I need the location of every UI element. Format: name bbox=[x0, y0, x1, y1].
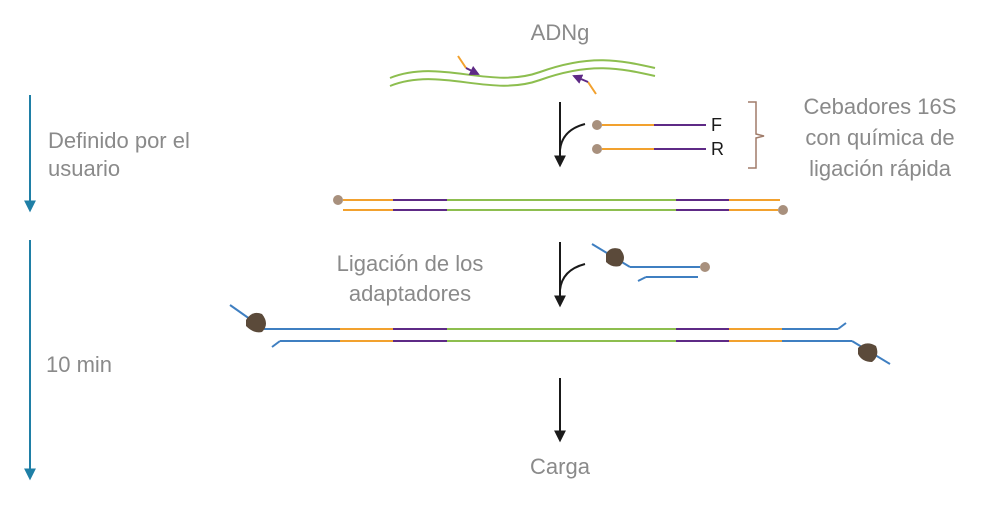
primer-forward bbox=[592, 120, 706, 130]
amplicon bbox=[333, 195, 788, 215]
primers-bracket bbox=[748, 101, 765, 169]
step1-label-line1: Definido por el bbox=[48, 128, 190, 153]
motor-protein-left bbox=[246, 312, 266, 333]
adapted-library bbox=[229, 304, 891, 365]
ligation-label-line1: Ligación de los bbox=[336, 251, 484, 276]
title-genomic-dna: ADNg bbox=[530, 20, 590, 45]
genomic-dna bbox=[389, 59, 656, 87]
primer-annealed-reverse bbox=[572, 74, 597, 95]
primer-reverse-label: R bbox=[711, 139, 724, 159]
rapid-adapter bbox=[591, 243, 710, 282]
process-arrow-1 bbox=[554, 102, 586, 168]
motor-protein-right bbox=[858, 343, 878, 362]
ligation-label-line2: adaptadores bbox=[348, 281, 472, 306]
primers-label-line3: ligación rápida bbox=[809, 156, 951, 181]
primers-label-line1: Cebadores 16S bbox=[803, 94, 957, 119]
primers-label-line2: con química de bbox=[805, 125, 955, 150]
step1-label-line2: usuario bbox=[48, 156, 121, 181]
primer-forward-label: F bbox=[711, 115, 722, 135]
primer-reverse bbox=[592, 144, 706, 154]
step2-label: 10 min bbox=[46, 352, 113, 377]
primer-annealed-forward bbox=[457, 55, 480, 75]
process-arrow-2 bbox=[554, 242, 586, 308]
final-label-load: Carga bbox=[530, 454, 590, 479]
